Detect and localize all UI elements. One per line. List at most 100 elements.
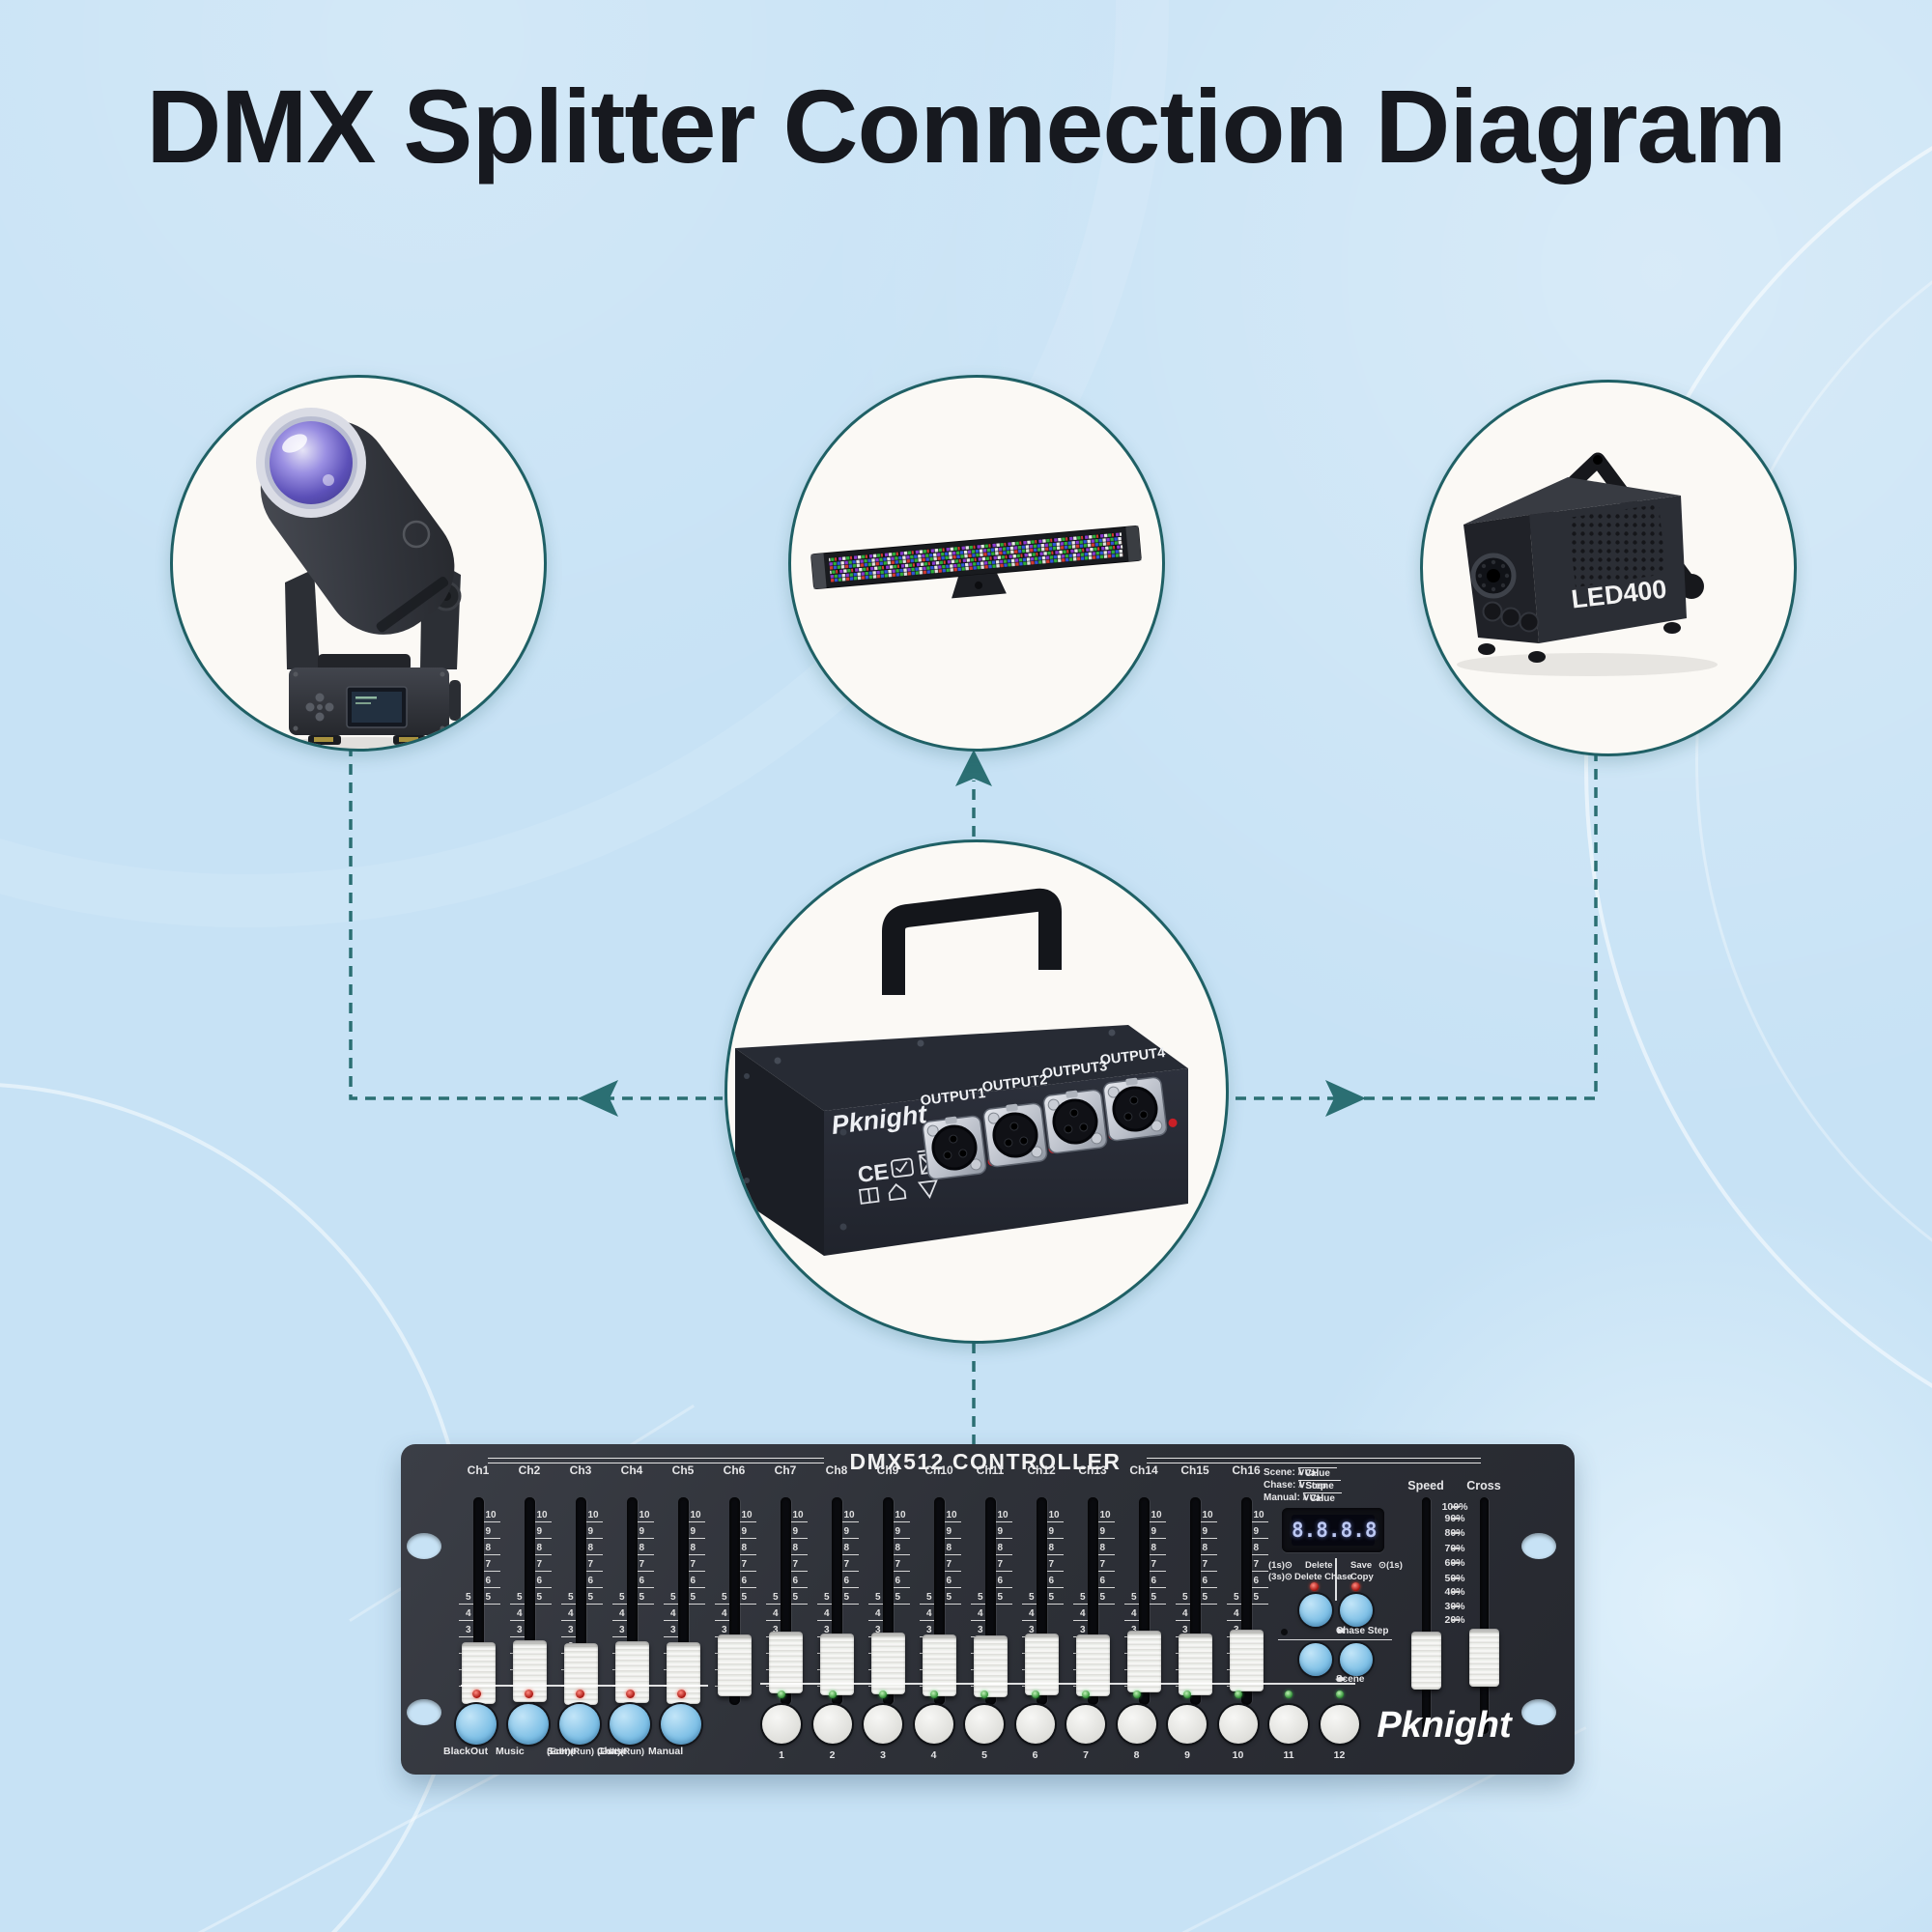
fader-tick: 5 [509, 1593, 525, 1605]
fader-cap [922, 1634, 956, 1696]
fader-tick: 6 [995, 1577, 1012, 1588]
fader-tick: 8 [1251, 1544, 1268, 1555]
fader-tick: 6 [534, 1577, 552, 1588]
fader-tick: 8 [790, 1544, 808, 1555]
fader-track [1036, 1497, 1047, 1705]
fader-tick: 7 [1149, 1560, 1166, 1572]
fader-tick: 4 [1123, 1609, 1139, 1621]
mode-led [625, 1690, 635, 1698]
scene-led [1183, 1690, 1191, 1698]
channel-label: Ch2 [518, 1463, 541, 1477]
channel-fader: Ch21098765543210 [504, 1463, 555, 1719]
fader-tick: 7 [995, 1560, 1012, 1572]
mode-led [575, 1690, 584, 1698]
fader-track [1087, 1497, 1098, 1705]
cross-fader-track [1480, 1497, 1489, 1734]
fader-tick: 9 [944, 1527, 961, 1539]
fader-track [1138, 1497, 1150, 1705]
channel-fader: Ch101098765543210 [914, 1463, 965, 1719]
fader-track [831, 1497, 842, 1705]
fader-cap [1178, 1634, 1212, 1695]
fader-tick: 10 [1200, 1511, 1217, 1522]
fader-tick: 4 [1226, 1609, 1241, 1621]
copy-label: Copy [1350, 1572, 1374, 1582]
fader-tick: 8 [944, 1544, 961, 1555]
fader-tick: 6 [1200, 1577, 1217, 1588]
fog-machine-lamps [1482, 601, 1540, 633]
fader-tick: 7 [739, 1560, 756, 1572]
fader-tick: 8 [739, 1544, 756, 1555]
mounting-hole [1521, 1699, 1556, 1725]
fader-tick: 6 [1046, 1577, 1064, 1588]
fader-tick: 10 [995, 1511, 1012, 1522]
seven-segment-display: 8.8.8.8 [1282, 1508, 1384, 1552]
fader-tick: 7 [688, 1560, 705, 1572]
arrow-left-icon [578, 1080, 618, 1117]
led-bar-light [810, 526, 1142, 599]
fader-track [472, 1497, 484, 1705]
fader-tick: 5 [458, 1593, 473, 1605]
legend-label: Manual: [1264, 1492, 1300, 1503]
hold-3s-label: (3s)⊙ [1268, 1572, 1293, 1582]
fader-tick: 7 [483, 1560, 500, 1572]
fader-tick: 7 [1200, 1560, 1217, 1572]
indicator-dot [1281, 1629, 1288, 1635]
mounting-hole [1521, 1533, 1556, 1559]
connector-to-moving-head [349, 746, 723, 1100]
led-bar-pixels [828, 531, 1124, 583]
scene-button-1 [762, 1705, 801, 1744]
fader-tick: 3 [509, 1626, 525, 1637]
scene-led [1132, 1690, 1141, 1698]
legend-row: Scene:/CH∨Value\ [1264, 1467, 1337, 1480]
fader-tick: 9 [790, 1527, 808, 1539]
fader-tick: 5 [739, 1593, 756, 1605]
fader-tick: 10 [585, 1511, 603, 1522]
arrow-right-icon [1325, 1080, 1366, 1117]
splitter-handle [882, 888, 1062, 995]
mode-button-music [508, 1704, 549, 1745]
fader-tick: 5 [893, 1593, 910, 1605]
legend-label: Chase: [1264, 1480, 1296, 1491]
save-time-label: ⊙(1s) [1378, 1560, 1403, 1571]
scene-button-number: 2 [829, 1749, 836, 1761]
fader-tick: 5 [995, 1593, 1012, 1605]
speed-label: Speed [1407, 1479, 1444, 1492]
fader-tick: 6 [790, 1577, 808, 1588]
scene-button-number: 10 [1232, 1749, 1244, 1761]
fader-track [933, 1497, 945, 1705]
fader-tick: 5 [867, 1593, 883, 1605]
scene-button-9 [1168, 1705, 1207, 1744]
save-led [1351, 1582, 1360, 1591]
fader-tick: 4 [867, 1609, 883, 1621]
speed-fader-track [1422, 1497, 1431, 1734]
fader-tick: 6 [893, 1577, 910, 1588]
fader-tick: 9 [1046, 1527, 1064, 1539]
mode-legend: Scene:/CH∨Value\Chase:/Step∨Scene\Manual… [1264, 1467, 1457, 1506]
fader-track [1240, 1497, 1252, 1705]
fader-tick: 7 [1046, 1560, 1064, 1572]
channel-label: Ch16 [1232, 1463, 1261, 1477]
fader-tick: 7 [637, 1560, 654, 1572]
fader-tick: 5 [841, 1593, 859, 1605]
device-circle-dmx-splitter: Pknight CE [724, 839, 1229, 1344]
device-circle-led-bar [788, 375, 1165, 752]
fader-tick: 10 [534, 1511, 552, 1522]
scene-led [1335, 1690, 1344, 1698]
device-circle-fog-machine: LED400 [1420, 380, 1797, 756]
mode-led [524, 1690, 533, 1698]
channel-label: Ch12 [1027, 1463, 1056, 1477]
fader-tick: 5 [765, 1593, 781, 1605]
channel-fader: Ch161098765543210 [1221, 1463, 1272, 1719]
fader-tick: 8 [1200, 1544, 1217, 1555]
cross-fader-cap [1469, 1629, 1499, 1687]
fader-track [984, 1497, 996, 1705]
channel-label: Ch3 [569, 1463, 592, 1477]
fader-tick: 9 [841, 1527, 859, 1539]
fader-tick: 9 [534, 1527, 552, 1539]
fader-tick: 5 [1175, 1593, 1190, 1605]
scene-button-5 [965, 1705, 1004, 1744]
fader-tick: 6 [688, 1577, 705, 1588]
